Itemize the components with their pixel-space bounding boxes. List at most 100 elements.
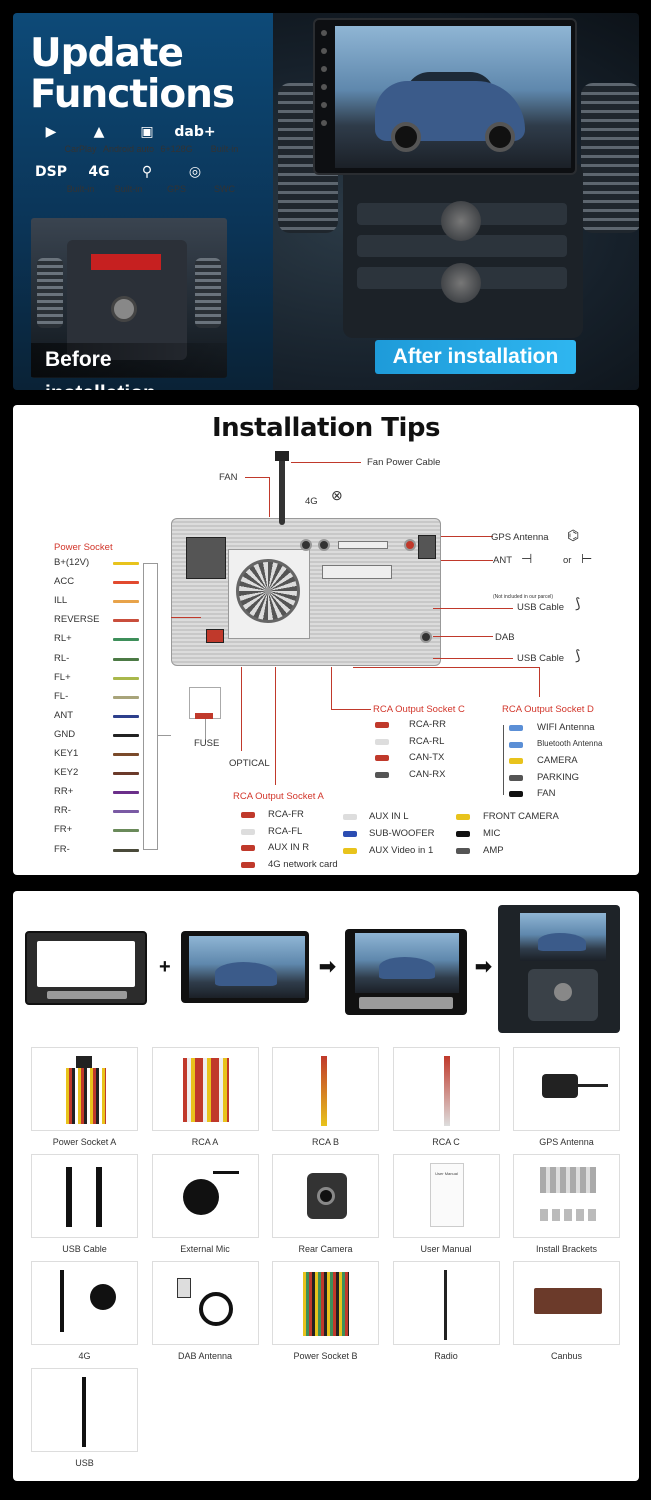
rca-plug-icon bbox=[375, 722, 389, 728]
head-unit-rear-diagram bbox=[171, 518, 441, 666]
rca-a-item: RCA-FR bbox=[268, 809, 304, 820]
before-knob bbox=[111, 296, 137, 322]
feature-label: 6+128G bbox=[160, 144, 193, 154]
console-button-row bbox=[357, 235, 567, 257]
climate-dial bbox=[441, 263, 481, 303]
4g-icon: 4G bbox=[88, 164, 110, 180]
accessory-thumbnail bbox=[392, 1261, 500, 1345]
power-socket-pin-label: FR- bbox=[54, 843, 70, 855]
accessory-thumbnail bbox=[272, 1047, 379, 1131]
rca-d-item: FAN bbox=[537, 788, 556, 799]
usb-cable-label-2: USB Cable bbox=[517, 653, 564, 664]
power-socket-a-icon bbox=[32, 1048, 137, 1130]
accessory-thumbnail bbox=[392, 1047, 500, 1131]
rca-c-item: RCA-RL bbox=[409, 735, 445, 747]
power-bundle-line bbox=[143, 563, 144, 849]
feature-label: Android auto bbox=[102, 144, 155, 154]
or-label: or bbox=[563, 555, 572, 566]
rca-d-item: Bluetooth Antenna bbox=[537, 738, 603, 748]
center-console bbox=[343, 163, 583, 338]
rca-d-item: CAMERA bbox=[537, 755, 578, 766]
camera-item: FRONT CAMERA bbox=[483, 811, 559, 822]
cam-plug-icon bbox=[456, 848, 470, 854]
head-unit-screen bbox=[313, 18, 577, 175]
rca-c-item: RCA-RR bbox=[409, 719, 446, 730]
head-unit-mini-screen bbox=[189, 936, 305, 998]
power-socket-pin-label: FL- bbox=[54, 690, 69, 702]
power-socket-b-icon bbox=[273, 1262, 378, 1344]
power-socket-pin-label: B+(12V) bbox=[54, 557, 90, 568]
cam-plug-icon bbox=[456, 831, 470, 837]
power-wire-icon bbox=[113, 810, 139, 814]
aux-plug-icon bbox=[343, 814, 357, 820]
hero-banner: Update Functions ▶CarPlay▲Android auto▣6… bbox=[13, 13, 639, 390]
rca-c-item: CAN-RX bbox=[409, 768, 446, 780]
rca-plug-icon bbox=[375, 771, 389, 778]
feature-item: ▣ 6+128G bbox=[123, 120, 192, 154]
power-wire-icon bbox=[113, 638, 139, 642]
radio-cable-icon bbox=[394, 1262, 499, 1344]
rca-d-plug-icon bbox=[509, 725, 523, 731]
fan-pointer-line bbox=[291, 462, 361, 463]
power-wire-icon bbox=[113, 791, 139, 795]
ant-plug-icon: ⊣ bbox=[521, 551, 533, 566]
rca-c-pointer bbox=[331, 709, 371, 710]
gps-icon: ⚲ bbox=[141, 164, 153, 180]
cooling-fan-icon bbox=[236, 559, 300, 623]
optical-port bbox=[206, 629, 224, 643]
optical-pointer bbox=[241, 667, 242, 751]
power-bundle-line bbox=[143, 849, 157, 850]
fan-power-cable-label: Fan Power Cable bbox=[367, 457, 441, 468]
accessory-thumbnail bbox=[513, 1261, 620, 1345]
rca-a-plug-icon bbox=[241, 845, 255, 851]
power-socket-pin-label: KEY2 bbox=[54, 767, 79, 779]
power-wire-icon bbox=[113, 714, 139, 718]
frame-opening bbox=[37, 941, 135, 987]
accessory-label: USB bbox=[75, 1458, 94, 1468]
accessory-label: Radio bbox=[434, 1351, 458, 1361]
banner-title-line2: Functions bbox=[30, 72, 235, 117]
accessory-label: Canbus bbox=[550, 1351, 583, 1361]
aux-item: SUB-WOOFER bbox=[369, 828, 435, 839]
installed-dashboard-image bbox=[498, 905, 620, 1033]
dab-jack bbox=[420, 631, 432, 643]
accessory-label: GPS Antenna bbox=[539, 1137, 594, 1147]
rca-a-title: RCA Output Socket A bbox=[233, 791, 324, 802]
installation-tips-panel: Installation Tips Fan Power Cable FAN 4G… bbox=[13, 405, 639, 875]
fan-label-line bbox=[269, 477, 270, 517]
fan-cable-plug bbox=[275, 451, 289, 461]
ant-adapter-icon: ⊢ bbox=[581, 551, 593, 566]
rca-a-pointer bbox=[275, 667, 276, 785]
android-auto-icon: ▲ bbox=[93, 124, 105, 140]
power-to-fuse-line bbox=[157, 735, 171, 736]
power-socket-pin-label: ILL bbox=[54, 595, 68, 607]
rca-d-item: PARKING bbox=[537, 771, 580, 783]
rca-a-item: 4G network card bbox=[268, 858, 338, 870]
mini-suv bbox=[379, 957, 435, 979]
accessory-thumbnail bbox=[513, 1154, 620, 1238]
accessory-label: 4G bbox=[78, 1351, 91, 1361]
gps-antenna-icon bbox=[514, 1048, 619, 1130]
4g-antenna-icon: ⊗ bbox=[331, 487, 343, 503]
accessory-label: DAB Antenna bbox=[177, 1351, 233, 1361]
cam-plug-icon bbox=[456, 814, 470, 820]
rca-a-item: AUX IN R bbox=[268, 842, 310, 853]
power-wire-icon bbox=[113, 657, 139, 661]
chip-icon: ▣ bbox=[140, 124, 154, 140]
camera-item: MIC bbox=[483, 828, 501, 839]
usb-cable-icon: ⟆ bbox=[575, 595, 581, 611]
gps-jack bbox=[404, 539, 416, 551]
dab-antenna-icon bbox=[153, 1262, 258, 1344]
rca-a-plug-icon bbox=[241, 828, 255, 835]
accessory-label: RCA B bbox=[311, 1137, 339, 1147]
fuse-label: FUSE bbox=[194, 738, 220, 749]
volume-dial bbox=[441, 201, 481, 241]
suv-wheel bbox=[485, 122, 515, 152]
head-unit-side-buttons bbox=[319, 30, 329, 138]
power-wire-icon bbox=[113, 562, 139, 565]
rca-d-connector bbox=[322, 565, 392, 579]
mini-suv bbox=[538, 933, 586, 951]
feature-label: SWC bbox=[214, 184, 235, 194]
